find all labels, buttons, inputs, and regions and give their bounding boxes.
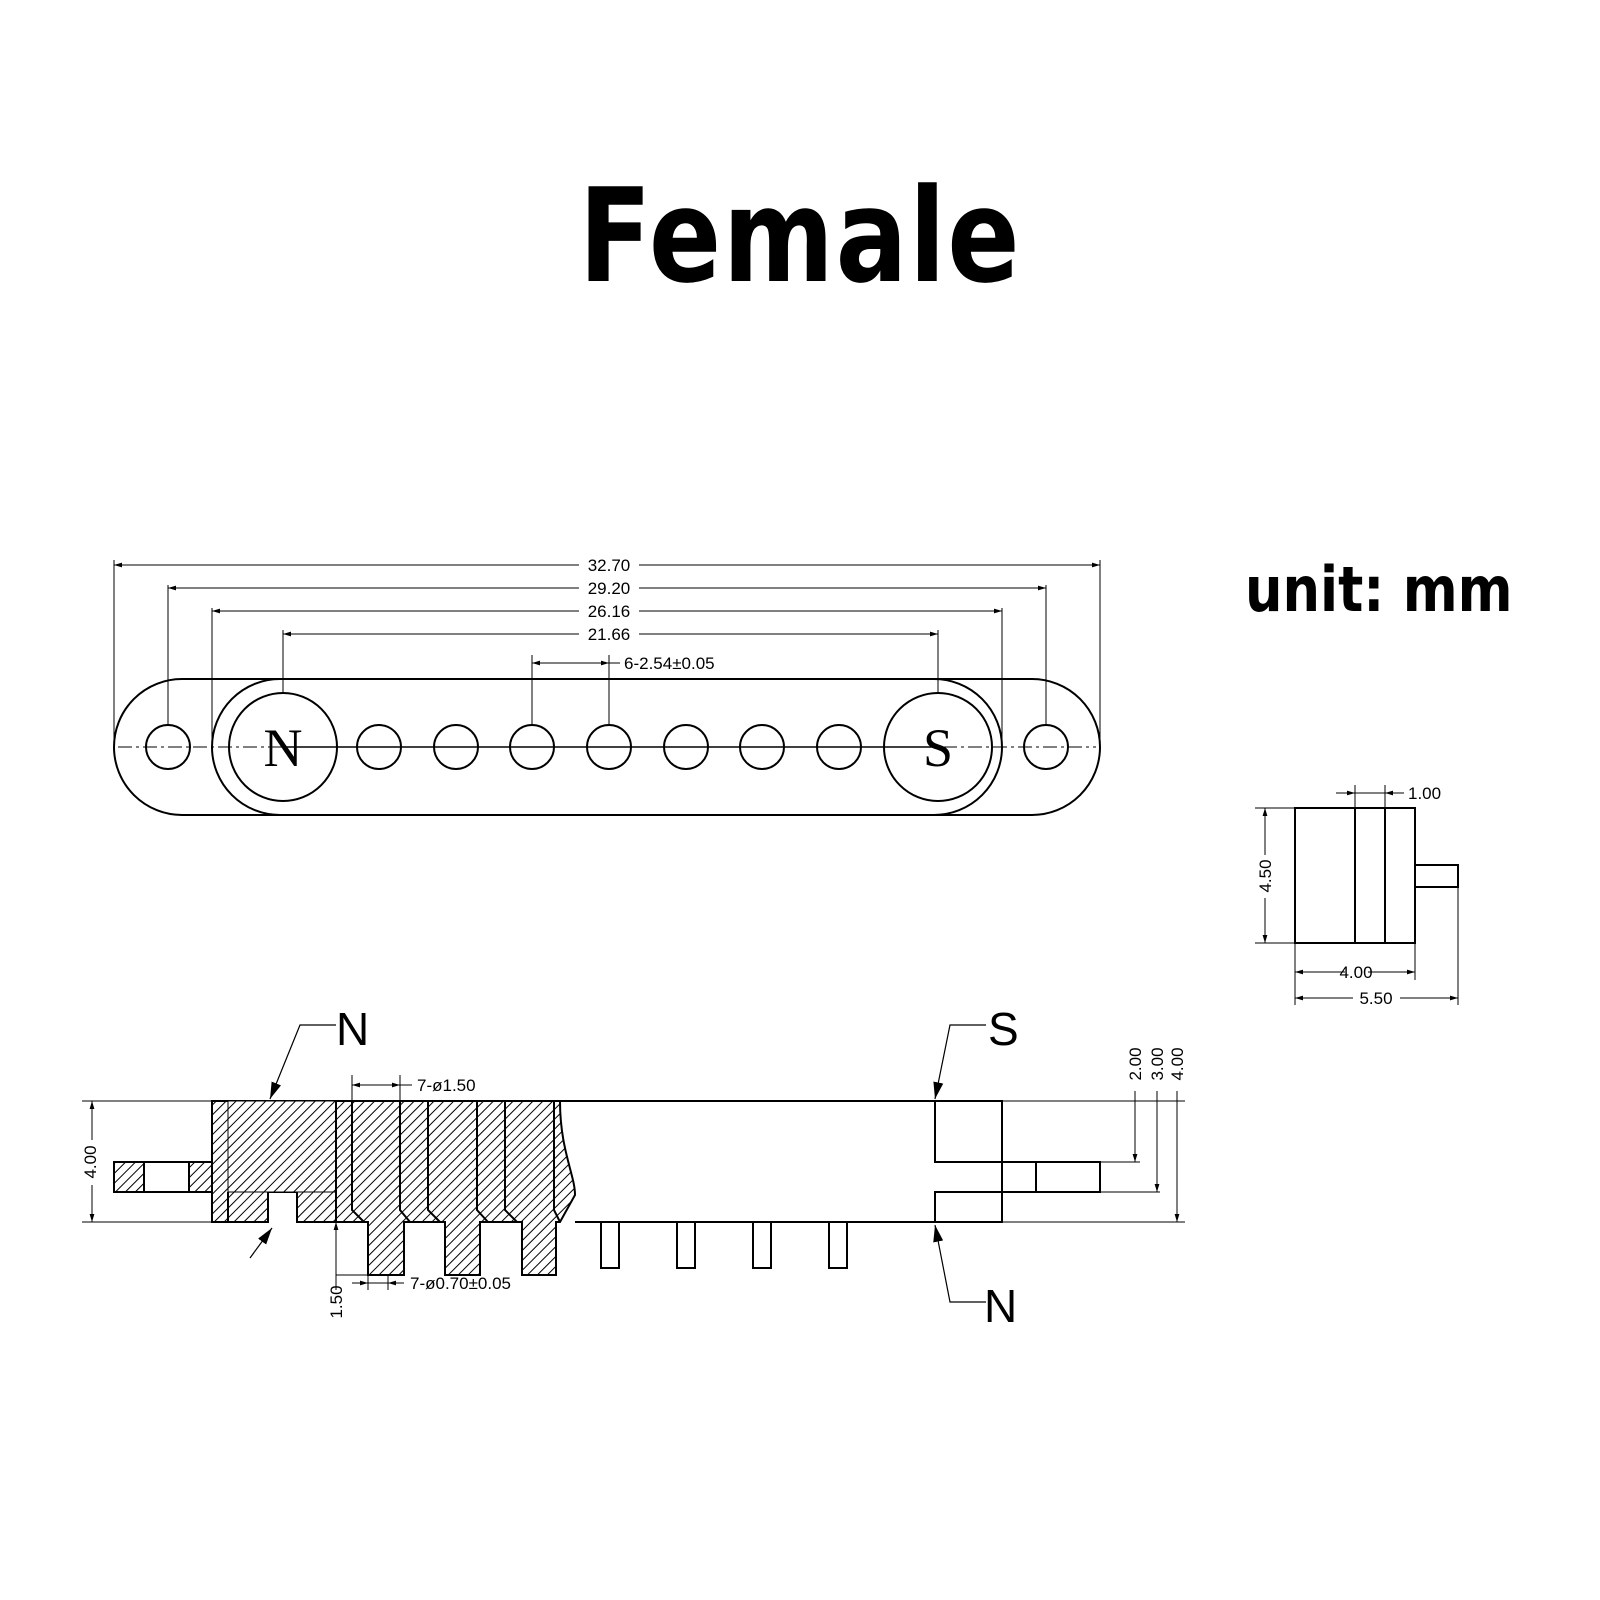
dim-step-width: 1.00 [1408, 784, 1441, 803]
pole-north-label: N [264, 718, 303, 778]
dim-side-total-width: 5.50 [1359, 989, 1392, 1008]
dim-right-3: 3.00 [1148, 1047, 1167, 1080]
dim-right-2: 2.00 [1126, 1047, 1145, 1080]
dim-side-body-width: 4.00 [1339, 963, 1372, 982]
dim-pin-length: 1.50 [327, 1285, 346, 1318]
label-north-bottom: N [984, 1280, 1017, 1332]
dim-mount-hole-spacing: 29.20 [588, 579, 631, 598]
pole-south-label: S [923, 718, 953, 778]
dim-pin-pitch: 6-2.54±0.05 [624, 654, 715, 673]
dim-magnet-spacing: 21.66 [588, 625, 631, 644]
dim-section-height-left: 4.00 [81, 1145, 100, 1178]
dim-body-length: 26.16 [588, 602, 631, 621]
label-south-top: S [988, 1003, 1019, 1055]
page-title: Female [578, 160, 1022, 312]
dim-overall-length: 32.70 [588, 556, 631, 575]
side-view [1294, 807, 1459, 944]
section-view [113, 1100, 1101, 1276]
label-north-top: N [336, 1003, 369, 1055]
dim-right-4: 4.00 [1168, 1047, 1187, 1080]
dim-pin-diameter: 7-ø0.70±0.05 [410, 1274, 511, 1293]
unit-label: unit: mm [1245, 553, 1513, 626]
dim-hole-diameter: 7-ø1.50 [417, 1076, 476, 1095]
dim-side-height: 4.50 [1256, 859, 1275, 892]
